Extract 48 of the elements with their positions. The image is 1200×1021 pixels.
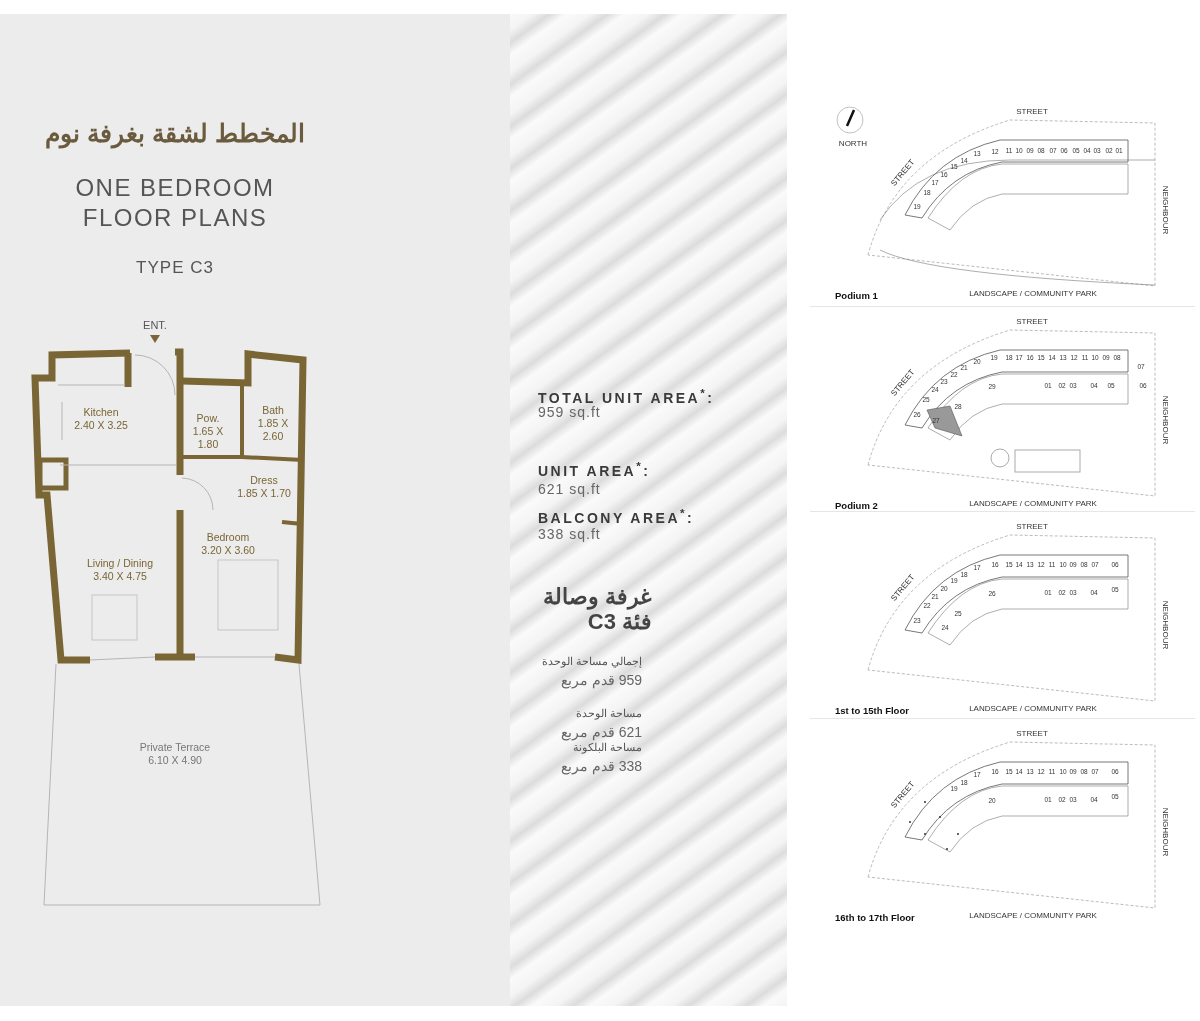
park-label: LANDSCAPE / COMMUNITY PARK [969, 911, 1097, 921]
neighbour-label: NEIGHBOUR [1160, 185, 1170, 235]
neighbour-label: NEIGHBOUR [1160, 600, 1170, 650]
room-name: Pow. [195, 412, 221, 426]
room-dimensions: 1.65 X 1.80 [191, 425, 225, 452]
arabic-area-heading: مساحة البلكونة [572, 741, 642, 755]
entrance-label: ENT. [143, 319, 167, 333]
area-heading: UNIT AREA$^{*}$: [538, 459, 651, 480]
area-heading: BALCONY AREA$^{*}$: [538, 506, 695, 527]
arabic-area-heading: مساحة الوحدة [575, 707, 642, 721]
arabic-area-value: 338 قدم مربع [560, 758, 642, 775]
arabic-area-value: 959 قدم مربع [560, 672, 642, 689]
park-label: LANDSCAPE / COMMUNITY PARK [969, 289, 1097, 299]
area-value: 959 sq.ft [538, 404, 601, 421]
room-name: Kitchen [82, 406, 120, 420]
neighbour-label: NEIGHBOUR [1160, 395, 1170, 445]
street-label: STREET [1016, 729, 1048, 739]
arabic-area-value: 621 قدم مربع [560, 724, 642, 741]
room-name: Dress [249, 474, 279, 488]
north-label: NORTH [838, 139, 868, 149]
plan-caption: 1st to 15th Floor [835, 705, 909, 717]
street-label: STREET [1016, 107, 1048, 117]
street-label: STREET [1016, 522, 1048, 532]
room-dimensions: 1.85 X 2.60 [256, 417, 290, 444]
room-name: Living / Dining [86, 557, 154, 571]
park-label: LANDSCAPE / COMMUNITY PARK [969, 704, 1097, 714]
room-dimensions: 2.40 X 3.25 [73, 419, 129, 433]
page-title: ONE BEDROOM FLOOR PLANS [74, 173, 276, 233]
plan-caption: 16th to 17th Floor [835, 912, 915, 924]
plan-caption: Podium 2 [835, 500, 878, 512]
park-label: LANDSCAPE / COMMUNITY PARK [969, 499, 1097, 509]
room-dimensions: 3.40 X 4.75 [92, 570, 148, 584]
plan-caption: Podium 1 [835, 290, 878, 302]
room-name: Bath [261, 404, 285, 418]
arabic-type-heading: غرفة وصالة فئة C3 [541, 584, 652, 635]
neighbour-label: NEIGHBOUR [1160, 807, 1170, 857]
room-name: Bedroom [205, 531, 251, 545]
arabic-heading: المخطط لشقة بغرفة نوم [45, 118, 305, 148]
area-value: 338 sq.ft [538, 526, 601, 543]
room-dimensions: 1.85 X 1.70 [236, 487, 292, 501]
arabic-area-heading: إجمالي مساحة الوحدة [541, 655, 642, 669]
room-dimensions: 3.20 X 3.60 [200, 544, 256, 558]
area-value: 621 sq.ft [538, 481, 601, 498]
area-heading: TOTAL UNIT AREA$^{*}$: [538, 386, 715, 406]
type-label: TYPE C3 [136, 258, 214, 279]
room-name: Private Terrace [138, 741, 212, 755]
room-dimensions: 6.10 X 4.90 [147, 754, 203, 768]
street-label: STREET [1016, 317, 1048, 327]
